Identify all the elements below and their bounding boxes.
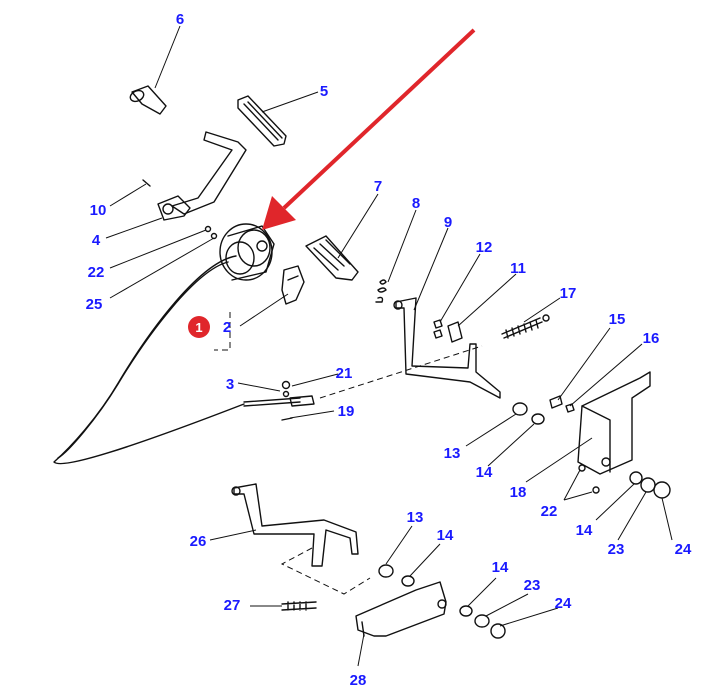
part-clip-11-12 — [433, 319, 463, 343]
callout-25: 25 — [86, 296, 103, 313]
callout-14: 14 — [476, 464, 493, 481]
callout-14: 14 — [492, 559, 509, 576]
red-arrow-shaft — [282, 28, 476, 210]
callout-28: 28 — [350, 672, 367, 689]
callout-5: 5 — [320, 83, 328, 100]
callout-4: 4 — [92, 232, 101, 249]
red-arrow-head — [262, 196, 296, 230]
callout-21: 21 — [336, 365, 353, 382]
part-lever-4 — [142, 131, 247, 221]
callout-16: 16 — [643, 330, 660, 347]
callout-10: 10 — [90, 202, 107, 219]
callout-7: 7 — [374, 178, 382, 195]
part-knob-6 — [129, 85, 167, 115]
callout-labels: 6510422257891211172321191516131418221423… — [86, 11, 692, 689]
part-screws-22-25 — [204, 225, 218, 240]
callout-3: 3 — [226, 376, 234, 393]
callout-14: 14 — [437, 527, 454, 544]
part-hardware-right — [512, 395, 575, 425]
leader-lines — [105, 25, 673, 667]
part-spring-27 — [281, 601, 317, 611]
callout-26: 26 — [190, 533, 207, 550]
callout-23: 23 — [608, 541, 625, 558]
highlight-badge: 1 — [188, 316, 210, 338]
part-hardware-far-right — [629, 471, 671, 499]
callout-22: 22 — [88, 264, 105, 281]
part-cable — [53, 255, 315, 465]
callout-24: 24 — [555, 595, 572, 612]
callout-24: 24 — [675, 541, 692, 558]
part-pedal-assembly-1 — [219, 223, 275, 281]
dashed-axis-line-2 — [214, 312, 231, 351]
part-hardware-lower — [378, 564, 415, 587]
part-bracket-2 — [281, 265, 305, 305]
callout-8: 8 — [412, 195, 420, 212]
part-bracket-18 — [577, 371, 651, 494]
callout-13: 13 — [407, 509, 424, 526]
callout-12: 12 — [476, 239, 493, 256]
highlight-badge-label: 1 — [195, 320, 202, 335]
part-lower-lever-26 — [231, 483, 359, 567]
dashed-guide-lower — [280, 547, 371, 595]
part-pedal-pad-7 — [305, 235, 359, 281]
highlight-badge-circle — [188, 316, 210, 338]
part-hardware-lower-right — [459, 605, 506, 639]
callout-22: 22 — [541, 503, 558, 520]
callout-14: 14 — [576, 522, 593, 539]
callout-6: 6 — [176, 11, 184, 28]
callout-27: 27 — [224, 597, 241, 614]
callout-11: 11 — [510, 260, 526, 277]
callout-19: 19 — [338, 403, 355, 420]
callout-2: 2 — [223, 319, 231, 336]
part-spring-17 — [501, 314, 550, 339]
callout-17: 17 — [560, 285, 577, 302]
red-arrow-indicator — [262, 28, 476, 230]
callout-9: 9 — [444, 214, 452, 231]
callout-15: 15 — [609, 311, 626, 328]
callout-18: 18 — [510, 484, 527, 501]
part-shaft-9 — [393, 297, 501, 399]
dashed-axis-line — [319, 345, 483, 399]
callout-13: 13 — [444, 445, 461, 462]
part-spring-8 — [375, 279, 387, 303]
part-bracket-28 — [355, 581, 447, 637]
part-pedal-pad-5 — [237, 95, 287, 147]
callout-23: 23 — [524, 577, 541, 594]
